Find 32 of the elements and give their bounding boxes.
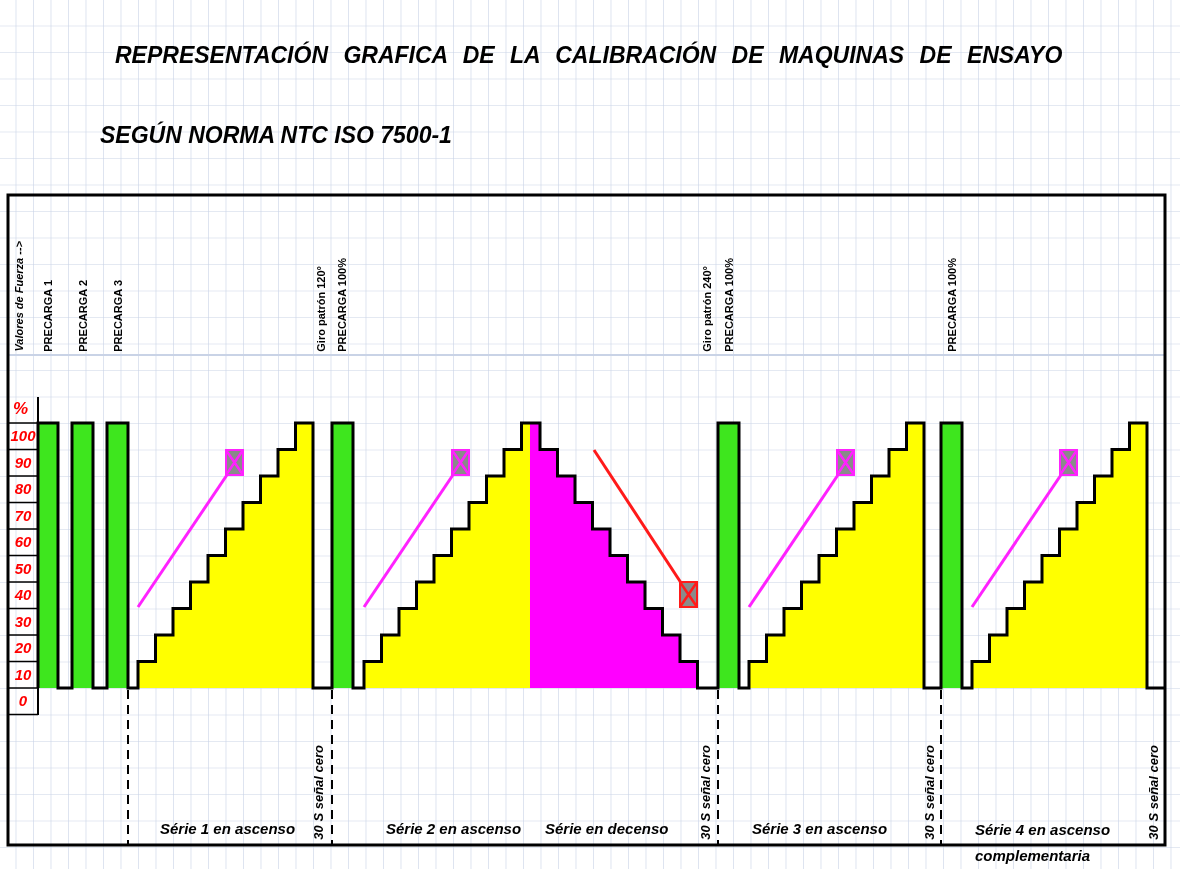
column-label: Giro patrón 120° xyxy=(315,266,327,352)
axis-tick-label: 70 xyxy=(13,506,33,524)
axis-tick-label: 0 xyxy=(17,692,29,709)
column-label: PRECARGA 100% xyxy=(946,258,958,352)
series-label: Série 3 en ascenso xyxy=(752,820,888,837)
column-label: PRECARGA 3 xyxy=(112,280,124,352)
axis-tick-label: 100 xyxy=(9,427,37,444)
axis-tick-label: 30 xyxy=(13,612,33,630)
diagram-title: REPRESENTACIÓN GRAFICA DE LA CALIBRACIÓN DE MAQUINAS DE ENSAYO xyxy=(115,42,1063,69)
interval-label: 30 S señal cero xyxy=(698,745,713,840)
interval-label: 30 S señal cero xyxy=(1146,745,1161,840)
axis-tick-label: 60 xyxy=(13,533,33,550)
series-label: Série 1 en ascenso xyxy=(160,820,296,837)
series-label: Série en decenso xyxy=(545,820,669,837)
column-label: PRECARGA 1 xyxy=(42,280,54,352)
axis-tick-label: 10 xyxy=(13,665,33,683)
series-label: Série 4 en ascenso complementaria xyxy=(975,820,1112,866)
axis-tick-label: 80 xyxy=(13,480,33,497)
column-label: PRECARGA 100% xyxy=(723,258,735,352)
interval-label: 30 S señal cero xyxy=(922,745,937,840)
column-label: Giro patrón 240° xyxy=(701,266,713,352)
series-label: Série 2 en ascenso xyxy=(386,820,522,837)
axis-tick-label: 40 xyxy=(13,586,33,603)
axis-title: Valores de Fuerza --> xyxy=(13,241,25,352)
axis-unit: % xyxy=(13,399,29,419)
axis-tick-label: 20 xyxy=(13,639,33,656)
axis-tick-label: 90 xyxy=(13,453,33,471)
axis-tick-label: 50 xyxy=(13,559,33,577)
column-label: PRECARGA 100% xyxy=(336,258,348,352)
subtitle: SEGÚN NORMA NTC ISO 7500-1 xyxy=(100,122,452,149)
column-label: PRECARGA 2 xyxy=(77,280,89,352)
interval-label: 30 S señal cero xyxy=(311,745,326,840)
